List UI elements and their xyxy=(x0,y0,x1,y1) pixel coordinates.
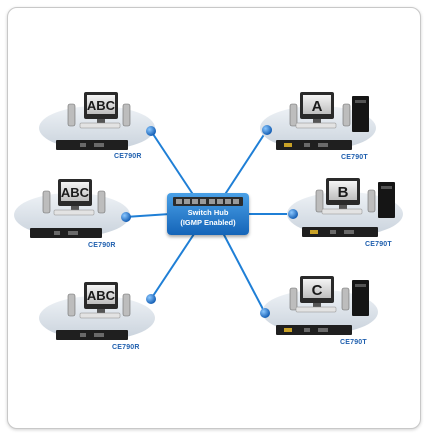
screen-label: C xyxy=(312,282,323,299)
receiver-station-1 xyxy=(39,92,156,150)
speaker-icon xyxy=(341,287,350,311)
receiver-station-2 xyxy=(14,179,131,238)
link-rx1 xyxy=(150,130,197,200)
speaker-icon xyxy=(315,189,324,213)
ce790t-unit xyxy=(276,140,352,150)
speaker-icon xyxy=(67,293,76,317)
speaker-icon xyxy=(67,103,76,127)
device-label: CE790T xyxy=(365,241,392,248)
connector-dot xyxy=(146,126,156,136)
link-tx1 xyxy=(221,129,268,200)
pc-tower-icon xyxy=(378,182,395,218)
connector-dot xyxy=(262,125,272,135)
ce790r-unit xyxy=(56,140,128,150)
device-label: CE790R xyxy=(112,344,140,351)
speaker-icon xyxy=(42,190,51,214)
screen-label: B xyxy=(338,184,349,201)
screen-label: ABC xyxy=(61,185,90,200)
device-label: CE790R xyxy=(88,242,116,249)
keyboard-icon xyxy=(321,208,363,215)
keyboard-icon xyxy=(295,122,337,129)
connector-dot xyxy=(121,212,131,222)
ce790r-unit xyxy=(30,228,102,238)
keyboard-icon xyxy=(295,306,337,313)
link-rx2 xyxy=(125,213,171,218)
pc-tower-icon xyxy=(352,96,369,132)
keyboard-icon xyxy=(53,209,95,216)
keyboard-icon xyxy=(79,312,121,319)
screen-label: ABC xyxy=(87,98,116,113)
ce790r-unit xyxy=(56,330,128,340)
ce790t-unit xyxy=(276,325,352,335)
speaker-icon xyxy=(289,287,298,311)
link-rx3 xyxy=(150,230,197,300)
speaker-icon xyxy=(342,103,351,127)
connector-dot xyxy=(146,294,156,304)
screen-label: ABC xyxy=(87,288,116,303)
connector-dot xyxy=(288,209,298,219)
pc-tower-icon xyxy=(352,280,369,316)
transmitter-station-1 xyxy=(260,92,376,150)
speaker-icon xyxy=(97,190,106,214)
ce790t-unit xyxy=(302,227,378,237)
transmitter-station-3 xyxy=(260,276,378,335)
device-label: CE790R xyxy=(114,153,142,160)
speaker-icon xyxy=(289,103,298,127)
device-label: CE790T xyxy=(340,339,367,346)
speaker-icon xyxy=(367,189,376,213)
link-tx3 xyxy=(221,230,266,314)
hub-subtitle: (IGMP Enabled) xyxy=(180,218,236,227)
device-label: CE790T xyxy=(341,154,368,161)
speaker-icon xyxy=(122,293,131,317)
keyboard-icon xyxy=(79,122,121,129)
hub-title: Switch Hub xyxy=(187,208,229,217)
hub-ports xyxy=(173,197,243,206)
screen-label: A xyxy=(312,98,323,115)
transmitter-station-2 xyxy=(287,178,403,237)
speaker-icon xyxy=(122,103,131,127)
switch-hub: Switch Hub (IGMP Enabled) xyxy=(167,193,249,235)
receiver-station-3 xyxy=(39,282,156,340)
links xyxy=(125,129,293,314)
connector-dot xyxy=(260,308,270,318)
